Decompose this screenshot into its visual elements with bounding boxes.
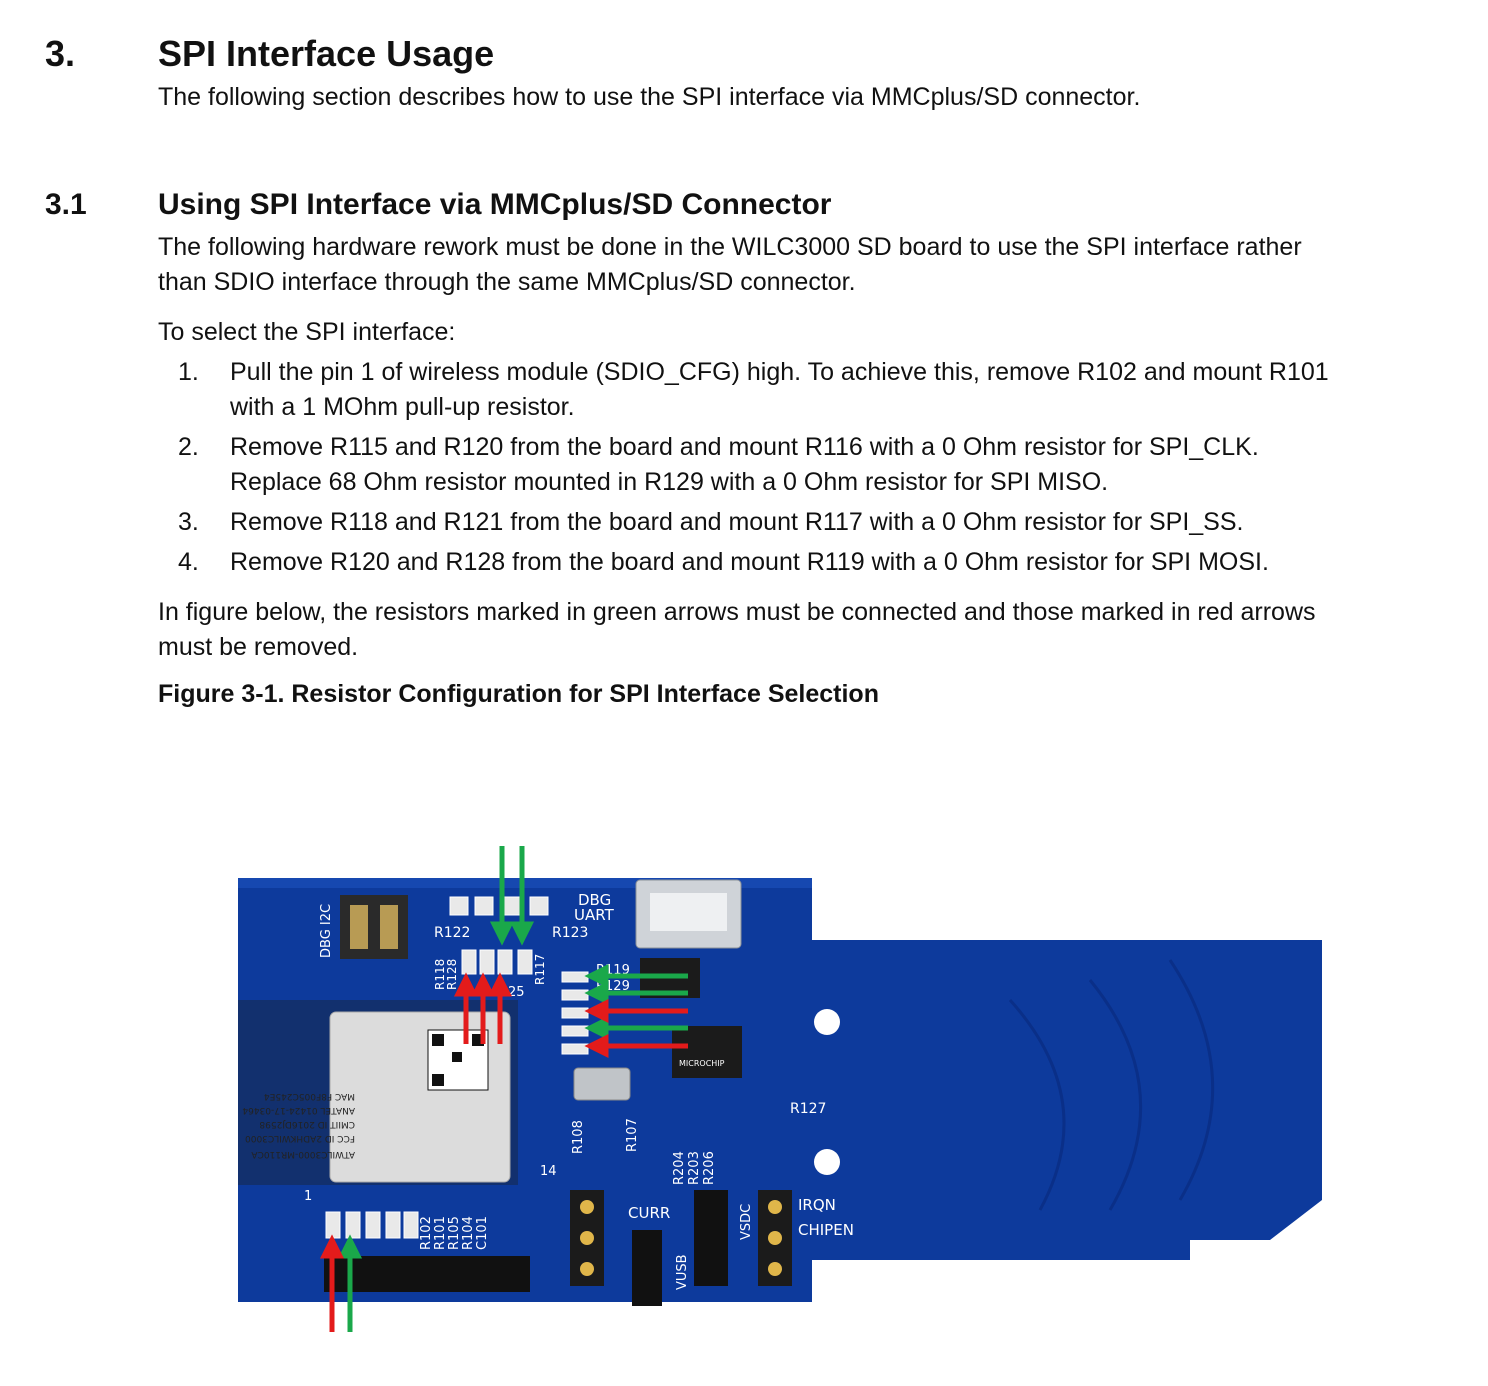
silk-chipen: CHIPEN — [798, 1221, 854, 1239]
section-3-1-number: 3.1 — [45, 188, 87, 221]
list-item-line2: with a 1 MOhm pull-up resistor. — [230, 393, 575, 421]
list-item-number: 2. — [178, 433, 199, 461]
red-arrow — [470, 972, 496, 997]
list-item-line1: Remove R120 and R128 from the board and … — [230, 548, 1269, 576]
pin-header — [324, 1256, 530, 1292]
paragraph-figure-note-line2: must be removed. — [158, 633, 359, 661]
silk-r128: R128 — [445, 959, 459, 990]
silk-c101: C101 — [475, 1216, 490, 1250]
mounting-hole — [814, 1009, 840, 1035]
silk-r107: R107 — [625, 1118, 640, 1152]
green-arrow — [337, 1234, 363, 1259]
silk-r122: R122 — [434, 925, 470, 941]
board-photo: DBG I2C DBG UART R122 R123 R118 R128 R11… — [238, 846, 1322, 1332]
paragraph-rework-line2: than SDIO interface through the same MMC… — [158, 268, 856, 296]
silk-vsdc: VSDC — [739, 1204, 754, 1240]
silk-r108: R108 — [571, 1120, 586, 1154]
list-item-line2: Replace 68 Ohm resistor mounted in R129 … — [230, 468, 1109, 496]
vusb-jumper — [632, 1230, 662, 1306]
silk-r123: R123 — [552, 925, 588, 941]
paragraph-rework-line1: The following hardware rework must be do… — [158, 233, 1302, 261]
silk-r206: R206 — [702, 1151, 717, 1185]
silk-25: 25 — [508, 985, 525, 1000]
silk-curr: CURR — [628, 1204, 670, 1222]
silk-14: 14 — [540, 1164, 557, 1179]
vsdc-jumper — [694, 1190, 728, 1286]
list-item-line1: Pull the pin 1 of wireless module (SDIO_… — [230, 358, 1329, 386]
silk-r101: R101 — [433, 1216, 448, 1250]
paragraph-select-spi: To select the SPI interface: — [158, 318, 456, 346]
section-3-title: SPI Interface Usage — [158, 33, 495, 74]
silk-uart: UART — [574, 906, 615, 924]
silk-r118: R118 — [433, 959, 447, 990]
microchip-ic — [672, 1026, 742, 1078]
red-arrows — [319, 972, 688, 1332]
silk-irqn: IRQN — [798, 1196, 836, 1214]
paragraph-figure-note-line1: In figure below, the resistors marked in… — [158, 598, 1316, 626]
silk-r127: R127 — [790, 1101, 826, 1117]
figure-caption: Figure 3-1. Resistor Configuration for S… — [158, 680, 879, 708]
module-label-line: CMIIT ID 2016DJ2598 — [259, 1119, 355, 1129]
silk-r102: R102 — [419, 1216, 434, 1250]
section-3-1-title: Using SPI Interface via MMCplus/SD Conne… — [158, 188, 832, 221]
green-arrow — [584, 980, 609, 1006]
silk-microchip: MICROCHIP — [679, 1059, 725, 1068]
module-label-line: FCC ID 2ADHKWILC3000 — [245, 1133, 355, 1143]
green-arrow — [584, 1015, 609, 1041]
green-arrows — [337, 846, 688, 1332]
list-item-number: 1. — [178, 358, 199, 386]
module-label-line: ANATEL 01424-17-03464 — [242, 1105, 355, 1115]
module-label-line: MAC F8F005C245E4 — [264, 1091, 355, 1101]
list-item-number: 4. — [178, 548, 199, 576]
silk-r117: R117 — [533, 954, 547, 985]
module-label-line: ATWILC3000-MR110CA — [251, 1149, 355, 1159]
silk-r204: R204 — [672, 1151, 687, 1185]
list-item-line1: Remove R115 and R120 from the board and … — [230, 433, 1259, 461]
list-item-number: 3. — [178, 508, 199, 536]
red-arrow — [487, 972, 513, 997]
silk-vusb: VUSB — [675, 1254, 690, 1290]
section-3-number: 3. — [45, 33, 76, 74]
red-arrow — [319, 1234, 345, 1259]
red-arrow — [584, 1033, 609, 1059]
mounting-hole — [814, 1149, 840, 1175]
module-label: ATWILC3000-MR110CA FCC ID 2ADHKWILC3000 … — [242, 1091, 355, 1159]
silk-dbg: DBG — [578, 891, 611, 909]
silk-r104: R104 — [461, 1216, 476, 1250]
section-3-intro: The following section describes how to u… — [158, 83, 1141, 111]
silk-r203: R203 — [687, 1151, 702, 1185]
list-item-line1: Remove R118 and R121 from the board and … — [230, 508, 1244, 536]
silk-r105: R105 — [447, 1216, 462, 1250]
green-arrow — [584, 963, 609, 989]
green-arrow — [489, 921, 515, 946]
red-arrow — [584, 998, 609, 1024]
green-arrow — [509, 921, 535, 946]
silk-dbg-i2c: DBG I2C — [319, 904, 334, 958]
silk-1: 1 — [304, 1189, 312, 1204]
red-arrow — [453, 972, 479, 997]
